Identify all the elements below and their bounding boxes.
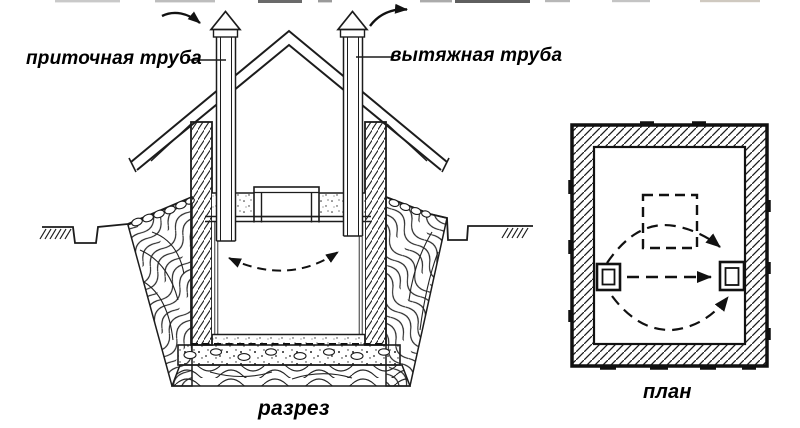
plan-room	[592, 145, 747, 346]
cropped-text-artifact	[55, 0, 760, 3]
soffit-left	[150, 123, 192, 162]
ground-line-right	[429, 213, 533, 241]
section-caption: разрез	[258, 397, 330, 420]
plan-airflow-arc-lower	[611, 295, 729, 332]
plan-airflow-arc-upper	[606, 224, 721, 264]
eave-fascia-left	[128, 157, 137, 173]
ground-hatch-ticks-left	[39, 228, 72, 240]
plan-hatch-opening	[641, 193, 699, 250]
floor-gravel-bed	[177, 344, 401, 366]
plan-exhaust-pipe	[718, 260, 746, 292]
ground-hatch-ticks-right	[501, 227, 529, 239]
exhaust-pipe	[336, 10, 369, 237]
plan-supply-pipe	[595, 262, 622, 292]
soil-backfill	[127, 195, 448, 387]
plan-caption: план	[643, 381, 692, 403]
soffit-right	[386, 123, 428, 162]
ceiling-hatch	[253, 186, 320, 223]
ground-line-left	[39, 223, 129, 244]
exhaust-pipe-label: вытяжная труба	[390, 45, 563, 66]
supply-pipe-cap-cone	[209, 10, 242, 31]
roof	[128, 29, 450, 173]
plan-border-dashes	[568, 121, 771, 370]
section-view	[39, 3, 533, 387]
exhaust-pipe-cap-cone	[336, 10, 369, 31]
supply-pipe	[209, 10, 242, 242]
supply-pipe-label: приточная труба	[26, 48, 202, 69]
air-outflow-arrow-icon	[369, 3, 408, 27]
eave-fascia-right	[441, 157, 450, 173]
air-inflow-arrow-icon	[161, 11, 201, 24]
plan-view	[568, 121, 771, 370]
